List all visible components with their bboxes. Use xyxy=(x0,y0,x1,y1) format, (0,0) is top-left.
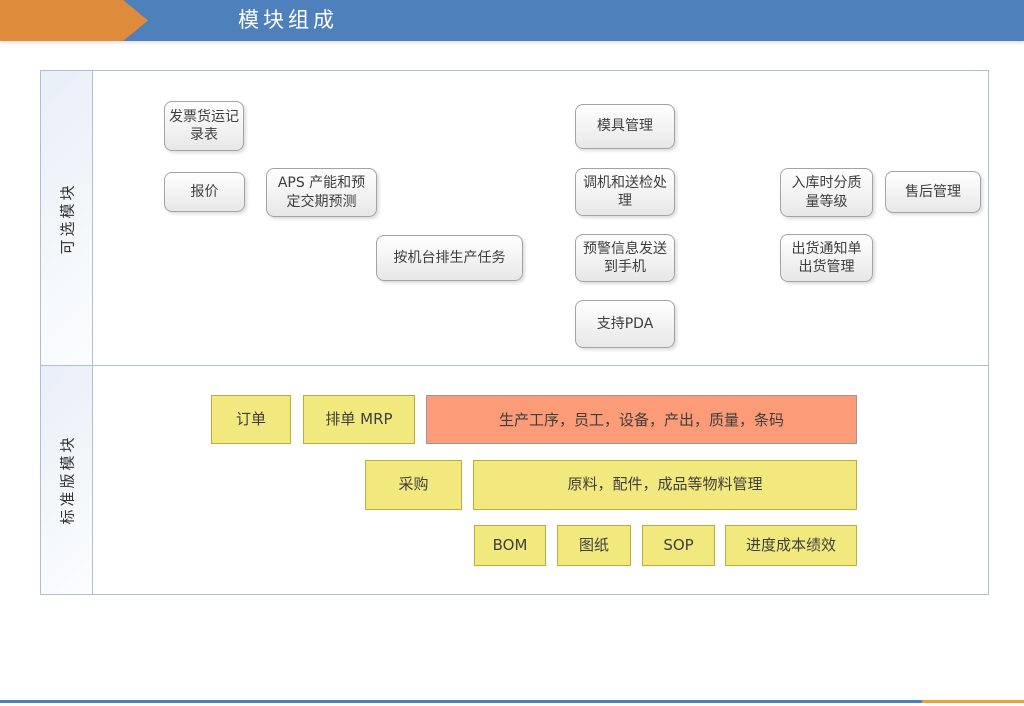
standard-box-production-process: 生产工序，员工，设备，产出，质量，条码 xyxy=(426,395,857,444)
optional-box-machine-task-scheduling: 按机台排生产任务 xyxy=(376,235,523,281)
standard-box-mrp-scheduling: 排单 MRP xyxy=(303,395,415,444)
footer-line-blue xyxy=(0,700,922,703)
standard-box-sop: SOP xyxy=(642,525,715,566)
optional-box-pda-support: 支持PDA xyxy=(575,300,675,348)
optional-box-quotation: 报价 xyxy=(164,172,245,212)
page-title: 模块组成 xyxy=(238,8,338,32)
standard-box-drawings: 图纸 xyxy=(557,525,631,566)
standard-box-progress-cost-kpi: 进度成本绩效 xyxy=(725,525,857,566)
optional-section-label: 可选模块 xyxy=(58,181,77,255)
sidebar-cell-optional: 可选模块 xyxy=(41,71,92,365)
optional-box-mold-management: 模具管理 xyxy=(575,104,675,149)
header-bar xyxy=(0,0,1024,41)
header-arrow-shape xyxy=(0,0,148,41)
footer-line-orange xyxy=(922,700,1024,703)
standard-box-bom: BOM xyxy=(474,525,546,566)
standard-box-purchasing: 采购 xyxy=(365,460,462,510)
optional-box-shipping-notice: 出货通知单出货管理 xyxy=(780,234,873,282)
optional-box-aps-capacity-forecast: APS 产能和预定交期预测 xyxy=(266,168,377,217)
optional-box-machine-adjust-inspection: 调机和送检处理 xyxy=(575,168,675,216)
sidebar-cell-standard: 标准版模块 xyxy=(41,366,92,593)
optional-box-invoice-shipping-record: 发票货运记录表 xyxy=(164,101,244,151)
sidebar-column: 可选模块 标准版模块 xyxy=(41,71,93,594)
standard-box-order: 订单 xyxy=(211,395,291,444)
optional-box-alert-to-phone: 预警信息发送到手机 xyxy=(575,234,675,282)
module-diagram-frame: 可选模块 标准版模块 发票货运记录表 报价 APS 产能和预定交期预测 按机台排… xyxy=(40,70,989,595)
optional-box-after-sales: 售后管理 xyxy=(885,171,981,213)
optional-box-inbound-quality-grading: 入库时分质量等级 xyxy=(780,168,873,217)
standard-box-materials-management: 原料，配件，成品等物料管理 xyxy=(473,460,857,510)
section-divider xyxy=(41,365,988,366)
standard-section-label: 标准版模块 xyxy=(58,434,77,525)
